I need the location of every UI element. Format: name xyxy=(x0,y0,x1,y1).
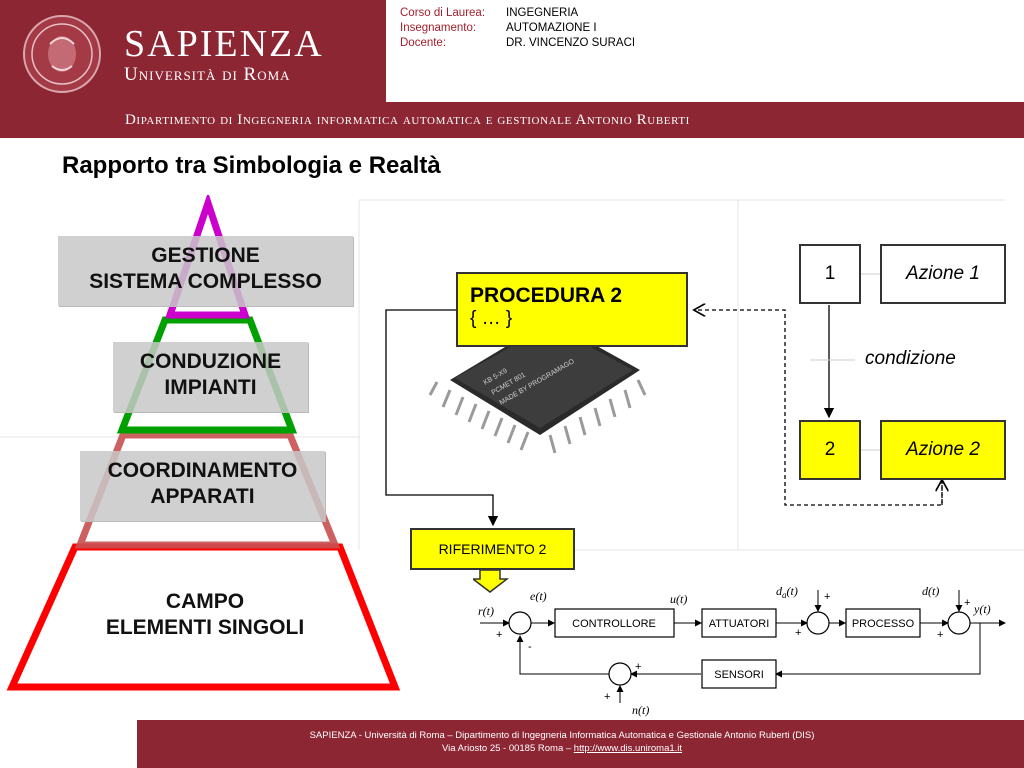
sign-plus-noise: + xyxy=(604,691,610,703)
microchip-image: KB 5-X9 PCMET 801 MADE BY PROGRAMAGO xyxy=(428,320,647,454)
label-coordinamento-line2: APPARATI xyxy=(150,485,255,508)
signal-n: n(t) xyxy=(632,703,649,717)
label-gestione: GESTIONE SISTEMA COMPLESSO xyxy=(58,236,353,306)
label-conduzione-line2: IMPIANTI xyxy=(164,376,257,399)
sign-minus-feedback: - xyxy=(528,641,532,653)
procedure-body: { … } xyxy=(470,308,513,329)
label-coordinamento: COORDINAMENTO APPARATI xyxy=(80,451,325,521)
sfc-step-1-label: 1 xyxy=(824,263,836,284)
label-gestione-line1: GESTIONE xyxy=(151,244,260,267)
label-gestione-line2: SISTEMA COMPLESSO xyxy=(89,270,322,293)
signal-e: e(t) xyxy=(530,589,547,603)
subject-value: AUTOMAZIONE I xyxy=(506,22,597,34)
sign-plus-process: + xyxy=(937,629,943,641)
department-band xyxy=(0,102,1024,138)
footer-band xyxy=(137,720,1024,768)
sfc-step-1: 1 xyxy=(799,244,861,304)
signal-da-base: d xyxy=(776,584,783,598)
footer-text: SAPIENZA - Università di Roma – Dipartim… xyxy=(137,729,987,755)
footer-line-1: SAPIENZA - Università di Roma – Dipartim… xyxy=(309,730,815,741)
sfc-step-2: 2 xyxy=(799,420,861,480)
course-value: INGEGNERIA xyxy=(506,7,579,19)
signal-da: da(t) xyxy=(776,584,798,600)
sign-plus-d: + xyxy=(964,597,970,609)
sfc-condition: condizione xyxy=(865,348,956,369)
process-label: PROCESSO xyxy=(852,618,915,630)
sfc-action-1-label: Azione 1 xyxy=(906,263,980,284)
block-process xyxy=(845,608,921,638)
block-sensors xyxy=(701,659,777,689)
summing-junction-actuator-disturbance xyxy=(806,611,830,635)
down-arrow-icon xyxy=(473,570,510,593)
summing-junction-output-disturbance xyxy=(947,611,971,635)
signal-u: u(t) xyxy=(670,592,687,606)
university-seal-logo xyxy=(23,15,101,93)
brand-sub: Università di Roma xyxy=(124,64,291,85)
procedure-diagram: KB 5-X9 PCMET 801 MADE BY PROGRAMAGO xyxy=(358,199,1024,551)
teacher-label: Docente: xyxy=(400,37,447,49)
label-campo-line1: CAMPO xyxy=(165,590,245,613)
course-info: Corso di Laurea: INGEGNERIA Insegnamento… xyxy=(400,6,635,51)
label-coordinamento-line1: COORDINAMENTO xyxy=(107,459,298,482)
course-label: Corso di Laurea: xyxy=(400,7,486,19)
label-campo: CAMPO ELEMENTI SINGOLI xyxy=(80,589,330,649)
sfc-step-2-label: 2 xyxy=(824,439,836,460)
sign-plus-sensor: + xyxy=(635,661,641,673)
signal-da-argument: (t) xyxy=(787,584,798,598)
procedure-box: PROCEDURA 2 { … } xyxy=(456,272,688,347)
brand-main: SAPIENZA xyxy=(124,23,324,65)
signal-da-subscript: a xyxy=(782,590,787,600)
footer: SAPIENZA - Università di Roma – Dipartim… xyxy=(0,720,1024,768)
reference-box: RIFERIMENTO 2 xyxy=(410,528,575,570)
summing-junction-noise xyxy=(608,662,632,686)
control-block-diagram: CONTROLLORE ATTUATORI PROCESSO SENSORI r… xyxy=(478,584,1006,717)
footer-line-2: Via Ariosto 25 - 00185 Roma – http://www… xyxy=(137,742,987,755)
sign-plus-actuator: + xyxy=(795,627,801,639)
course-info-row: Corso di Laurea: INGEGNERIA xyxy=(400,6,635,21)
sign-plus-r: + xyxy=(496,629,502,641)
reference-label: RIFERIMENTO 2 xyxy=(438,541,547,557)
label-campo-line2: ELEMENTI SINGOLI xyxy=(105,616,305,639)
sfc-action-1: Azione 1 xyxy=(880,244,1006,304)
block-actuators xyxy=(701,608,777,638)
label-conduzione-line1: CONDUZIONE xyxy=(139,350,282,373)
block-controller xyxy=(554,608,675,638)
subject-label: Insegnamento: xyxy=(400,22,477,34)
label-conduzione: CONDUZIONE IMPIANTI xyxy=(113,342,308,412)
course-info-row: Docente: DR. VINCENZO SURACI xyxy=(400,36,635,51)
actuators-label: ATTUATORI xyxy=(709,618,770,630)
sfc-action-2: Azione 2 xyxy=(880,420,1006,480)
sensors-label: SENSORI xyxy=(714,669,764,681)
controller-label: CONTROLLORE xyxy=(572,618,656,630)
course-info-row: Insegnamento: AUTOMAZIONE I xyxy=(400,21,635,36)
signal-d: d(t) xyxy=(922,584,939,598)
summing-junction-error xyxy=(508,611,532,635)
department-name: Dipartimento di Ingegneria informatica a… xyxy=(125,112,690,128)
signal-y: y(t) xyxy=(973,602,991,616)
slide-title: Rapporto tra Simbologia e Realtà xyxy=(62,152,441,179)
footer-address: Via Ariosto 25 - 00185 Roma – xyxy=(441,743,574,754)
sfc-action-2-label: Azione 2 xyxy=(906,439,980,460)
footer-website-link[interactable]: http://www.dis.uniroma1.it xyxy=(573,743,683,754)
brand-logotype: SAPIENZA Università di Roma xyxy=(124,24,324,86)
procedure-title: PROCEDURA 2 xyxy=(470,284,623,307)
signal-r: r(t) xyxy=(478,604,494,618)
sign-plus-da: + xyxy=(824,591,830,603)
teacher-value: DR. VINCENZO SURACI xyxy=(506,37,636,49)
